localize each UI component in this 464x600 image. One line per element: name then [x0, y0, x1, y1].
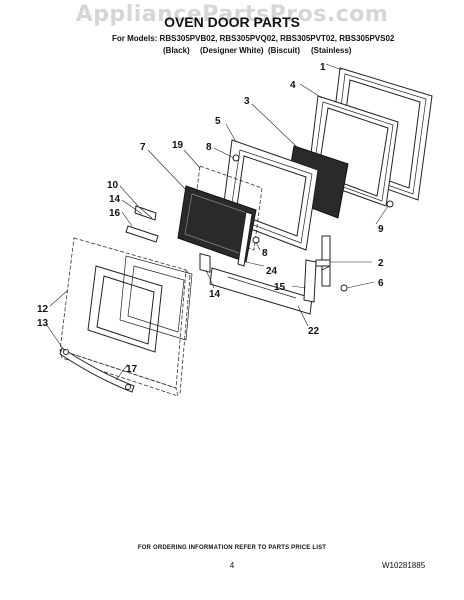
- callout-14-lower: 14: [209, 289, 221, 300]
- watermark: AppliancePartsPros.com: [75, 2, 389, 27]
- callout-22: 22: [308, 326, 320, 337]
- callout-17: 17: [126, 364, 138, 375]
- callout-13: 13: [37, 318, 49, 329]
- part-handle-17: [59, 347, 135, 393]
- part-hinge-receiver-15: [303, 259, 317, 303]
- part-clip-14: [199, 252, 211, 273]
- callout-1: 1: [320, 62, 326, 73]
- callout-19: 19: [172, 140, 184, 151]
- page-number: 4: [229, 561, 235, 570]
- callout-10: 10: [107, 180, 119, 191]
- callout-7: 7: [140, 142, 146, 153]
- finish-black: (Black): [163, 46, 190, 55]
- finish-designer-white: (Designer White): [200, 46, 264, 55]
- ordering-note: FOR ORDERING INFORMATION REFER TO PARTS …: [137, 545, 327, 551]
- finish-stainless: (Stainless): [311, 46, 352, 55]
- callout-2: 2: [378, 258, 384, 269]
- callout-15: 15: [274, 282, 286, 293]
- callout-5: 5: [215, 116, 221, 127]
- callout-12: 12: [37, 304, 49, 315]
- part-hinge-bracket: [125, 205, 159, 243]
- document-number: W10281885: [382, 561, 426, 570]
- part-door-window: [87, 255, 193, 353]
- part-spacer-24: [237, 211, 253, 267]
- finish-biscuit: (Biscuit): [268, 46, 300, 55]
- page-title: OVEN DOOR PARTS: [164, 14, 300, 30]
- callout-24: 24: [266, 266, 278, 277]
- callout-8-upper: 8: [206, 142, 212, 153]
- callout-16: 16: [109, 208, 121, 219]
- part-trim-22: [209, 267, 313, 315]
- part-insulation-19: [191, 165, 263, 251]
- callout-9: 9: [378, 224, 384, 235]
- leader-lines: [45, 63, 389, 381]
- callout-8-lower: 8: [262, 248, 268, 259]
- callout-14-upper: 14: [109, 194, 121, 205]
- callout-4: 4: [290, 80, 296, 91]
- callout-3: 3: [244, 96, 250, 107]
- callout-6: 6: [378, 278, 384, 289]
- screw-icon: [232, 154, 394, 292]
- part-hinge-2: [315, 235, 331, 287]
- models-line: For Models: RBS305PVB02, RBS305PVQ02, RB…: [112, 34, 395, 43]
